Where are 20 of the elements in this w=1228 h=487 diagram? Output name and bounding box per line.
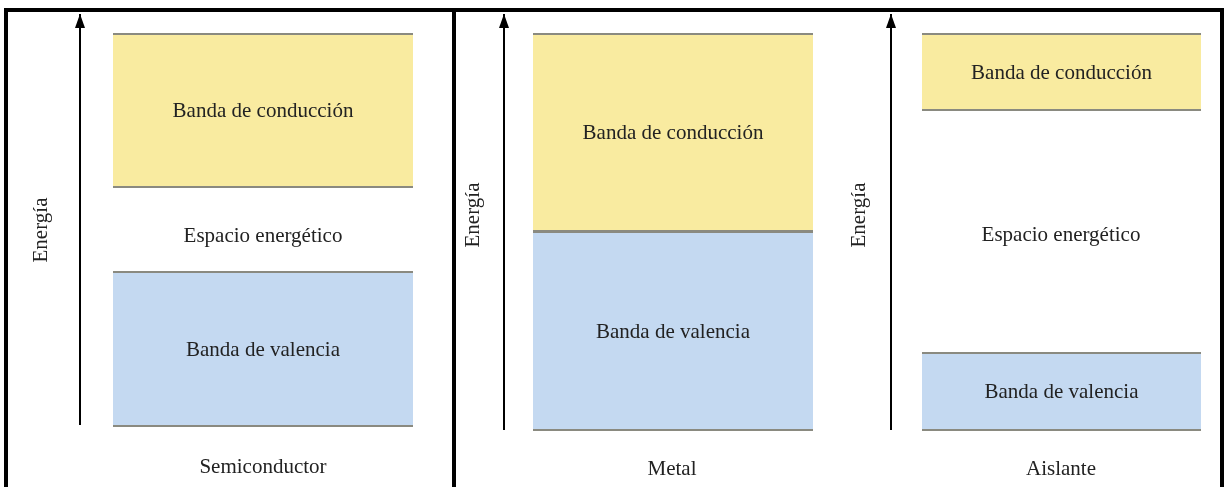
energy-band (533, 231, 813, 431)
energy-band (113, 33, 413, 188)
energy-band (922, 352, 1201, 431)
material-label: Metal (647, 455, 697, 481)
axis-label: Energía (459, 182, 485, 248)
band-label: Banda de valencia (984, 379, 1139, 404)
gap-label: Espacio energético (981, 221, 1141, 247)
energy-band (922, 33, 1201, 111)
axis-label: Energía (845, 182, 871, 248)
material-label: Aislante (1026, 455, 1096, 481)
material-label: Semiconductor (199, 453, 327, 479)
axis-label: Energía (27, 197, 53, 263)
band-label: Banda de conducción (172, 98, 354, 123)
band-label: Banda de valencia (186, 336, 340, 362)
band-label: Banda de conducción (582, 120, 764, 145)
band-label: Banda de valencia (596, 318, 750, 344)
energy-band (113, 271, 413, 427)
energy-band (533, 33, 813, 232)
band-label: Banda de conducción (971, 59, 1152, 85)
gap-label: Espacio energético (183, 222, 343, 248)
